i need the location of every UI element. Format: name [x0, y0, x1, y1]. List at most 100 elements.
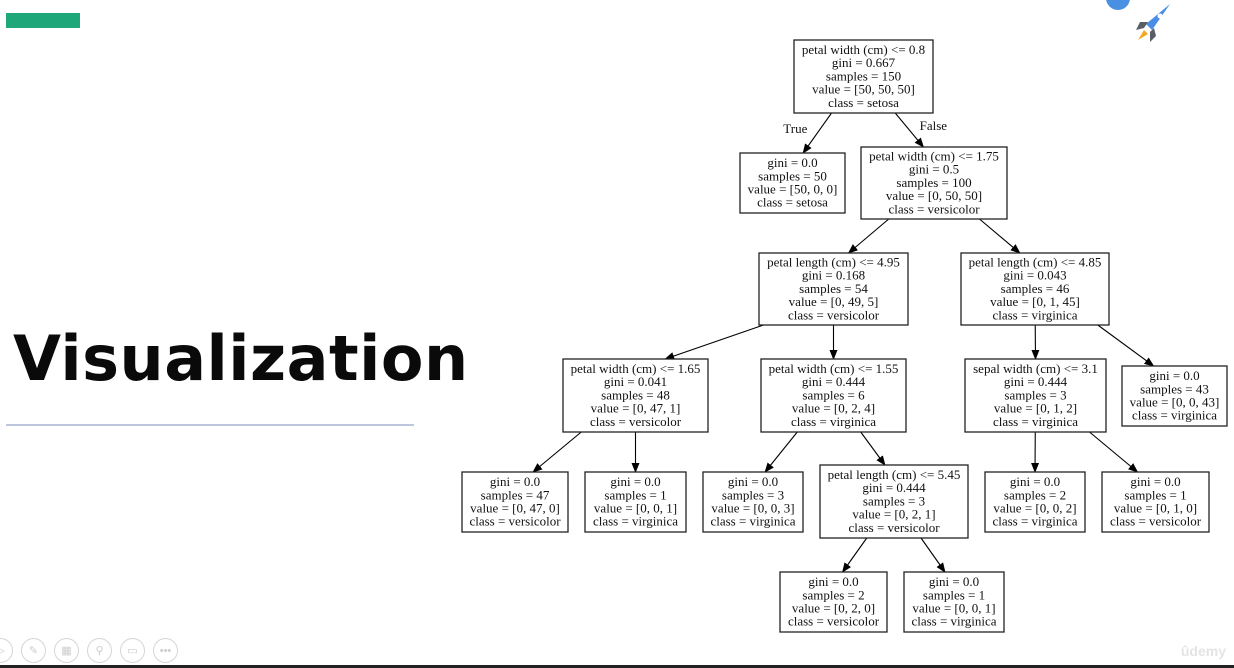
node-text: class = versicolor — [888, 201, 980, 216]
node-box — [1121, 365, 1228, 427]
node-text: samples = 54 — [799, 281, 868, 296]
node-text: class = versicolor — [1110, 514, 1202, 529]
node-text: samples = 1 — [604, 487, 666, 502]
slide-title: Visualization — [13, 322, 469, 395]
node-box — [1101, 471, 1210, 533]
tree-edge — [860, 431, 886, 466]
node-box — [461, 471, 569, 533]
node-text: samples = 2 — [1004, 487, 1066, 502]
node-text: gini = 0.667 — [832, 55, 896, 70]
tree-edge — [764, 431, 798, 473]
node-text: class = virginica — [593, 514, 678, 529]
node-text: petal length (cm) <= 4.85 — [969, 255, 1102, 270]
node-text: value = [50, 50, 50] — [812, 82, 915, 97]
node-text: class = setosa — [828, 95, 899, 110]
node-text: gini = 0.444 — [802, 374, 866, 389]
tree-edge — [847, 218, 890, 254]
node-text: gini = 0.0 — [1149, 368, 1199, 383]
node-text: value = [0, 50, 50] — [886, 188, 982, 203]
node-text: petal width (cm) <= 1.75 — [869, 149, 999, 164]
node-text: sepal width (cm) <= 3.1 — [973, 361, 1098, 376]
node-text: value = [0, 2, 0] — [792, 601, 875, 616]
node-text: value = [50, 0, 0] — [748, 182, 838, 197]
node-box — [562, 358, 709, 433]
node-text: samples = 43 — [1140, 381, 1209, 396]
node-text: samples = 46 — [1001, 281, 1070, 296]
node-box — [819, 464, 969, 539]
node-text: samples = 50 — [758, 168, 827, 183]
node-text: value = [0, 1, 2] — [994, 401, 1077, 416]
node-text: gini = 0.0 — [929, 574, 979, 589]
more-icon[interactable]: ••• — [153, 638, 178, 663]
node-text: petal width (cm) <= 1.55 — [769, 361, 899, 376]
node-box — [702, 471, 804, 533]
node-text: value = [0, 1, 0] — [1114, 501, 1197, 516]
node-text: class = versicolor — [788, 307, 880, 322]
node-text: samples = 100 — [896, 175, 971, 190]
node-text: samples = 6 — [802, 387, 865, 402]
node-text: class = virginica — [1132, 408, 1217, 423]
tree-edge — [920, 537, 946, 573]
node-box — [964, 358, 1107, 433]
subtitles-icon[interactable]: ▭ — [120, 638, 145, 663]
node-text: samples = 3 — [863, 493, 925, 508]
node-text: class = versicolor — [469, 514, 561, 529]
tree-edge — [1097, 324, 1155, 367]
node-text: samples = 47 — [481, 487, 550, 502]
node-text: petal length (cm) <= 5.45 — [828, 467, 961, 482]
node-text: gini = 0.444 — [1004, 374, 1068, 389]
node-box — [584, 471, 687, 533]
zoom-icon[interactable]: ⚲ — [87, 638, 112, 663]
node-text: class = virginica — [911, 614, 996, 629]
tree-edge — [1089, 431, 1139, 473]
node-text: value = [0, 0, 2] — [993, 501, 1076, 516]
play-icon[interactable]: ▷ — [0, 638, 13, 663]
node-text: value = [0, 0, 43] — [1130, 395, 1220, 410]
node-text: gini = 0.0 — [1130, 474, 1180, 489]
node-text: value = [0, 0, 1] — [594, 501, 677, 516]
node-text: class = setosa — [757, 195, 828, 210]
node-text: class = versicolor — [788, 614, 880, 629]
node-text: samples = 1 — [1124, 487, 1186, 502]
accent-bar — [6, 13, 80, 28]
node-text: class = virginica — [992, 514, 1077, 529]
node-text: samples = 3 — [1004, 387, 1066, 402]
udemy-watermark: ûdemy — [1180, 643, 1226, 659]
tree-edge — [532, 431, 582, 473]
node-text: value = [0, 49, 5] — [789, 294, 879, 309]
node-text: value = [0, 2, 1] — [852, 507, 935, 522]
node-text: class = virginica — [992, 307, 1077, 322]
node-text: value = [0, 0, 1] — [912, 601, 995, 616]
slides-icon[interactable]: ▦ — [54, 638, 79, 663]
node-text: gini = 0.0 — [767, 155, 817, 170]
node-text: class = versicolor — [848, 520, 940, 535]
node-box — [903, 571, 1005, 633]
presentation-toolbar: ▷ ✎ ▦ ⚲ ▭ ••• — [0, 638, 178, 663]
node-text: class = virginica — [710, 514, 795, 529]
node-text: gini = 0.0 — [1010, 474, 1060, 489]
pen-icon[interactable]: ✎ — [21, 638, 46, 663]
node-box — [984, 471, 1086, 533]
node-text: petal width (cm) <= 0.8 — [802, 42, 925, 57]
edge-label: False — [920, 118, 948, 133]
node-text: samples = 150 — [826, 68, 901, 83]
node-box — [779, 571, 888, 633]
rocket-logo-icon — [1100, 0, 1190, 57]
node-box — [760, 358, 907, 433]
node-text: samples = 1 — [923, 587, 985, 602]
node-text: class = virginica — [993, 414, 1078, 429]
node-text: gini = 0.043 — [1003, 268, 1066, 283]
